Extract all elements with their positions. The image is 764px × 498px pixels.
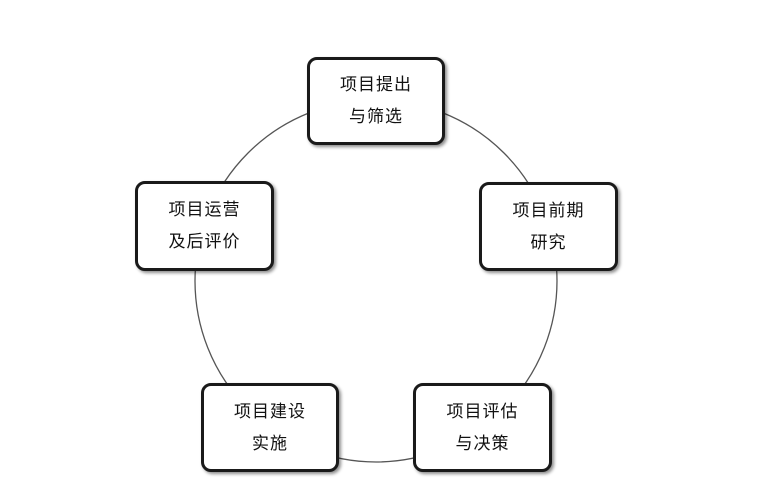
stage-label-line1: 项目前期 bbox=[512, 200, 585, 221]
stage-box-construction: 项目建设 实施 bbox=[201, 383, 339, 472]
stage-label-line1: 项目运营 bbox=[168, 200, 241, 220]
stage-label-line2: 研究 bbox=[530, 232, 567, 253]
stage-label-line1: 项目评估 bbox=[446, 401, 519, 422]
stage-box-operation-post-evaluation: 项目运营 及后评价 bbox=[135, 181, 274, 271]
stage-box-evaluation-decision: 项目评估 与决策 bbox=[413, 383, 552, 472]
stage-label-line2: 与决策 bbox=[455, 433, 510, 454]
stage-label-line2: 实施 bbox=[252, 433, 288, 454]
stage-label-line2: 及后评价 bbox=[168, 232, 241, 252]
stage-box-project-proposal: 项目提出 与筛选 bbox=[307, 57, 445, 145]
stage-label-line1: 项目建设 bbox=[234, 401, 306, 422]
stage-label-line2: 与筛选 bbox=[349, 107, 403, 127]
stage-box-preliminary-research: 项目前期 研究 bbox=[479, 182, 618, 271]
stage-label-line1: 项目提出 bbox=[340, 75, 412, 95]
